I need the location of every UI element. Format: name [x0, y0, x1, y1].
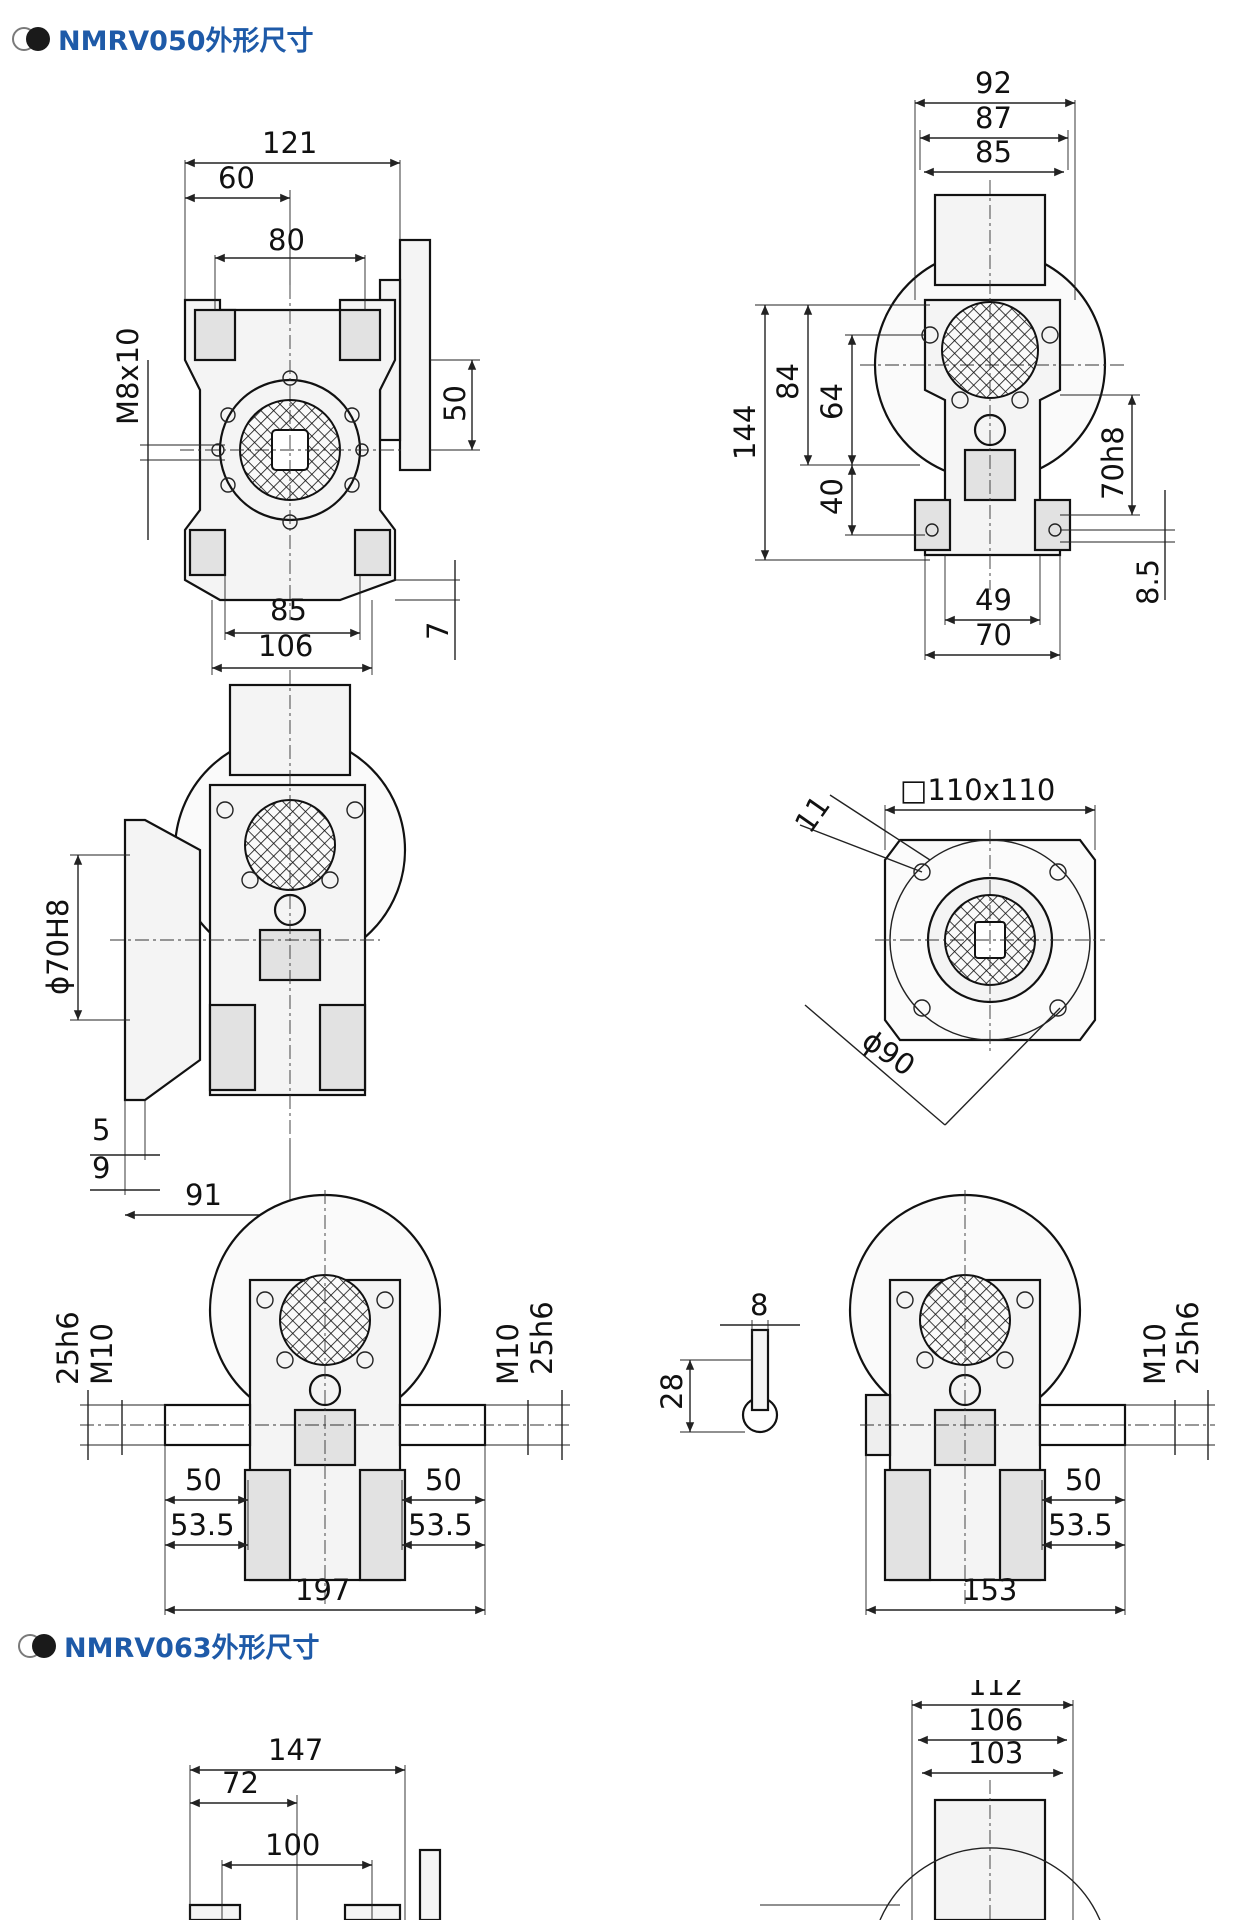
dim-phi70H8: ϕ70H8: [41, 899, 75, 995]
dim-49: 49: [975, 583, 1012, 617]
dim-197: 197: [295, 1573, 350, 1607]
dim-50-left: 50: [185, 1463, 222, 1497]
dim-50: 50: [438, 385, 472, 422]
dim-M10-right: M10: [491, 1323, 525, 1385]
dim-91: 91: [185, 1178, 222, 1212]
dim-144: 144: [728, 405, 762, 460]
dim-85s: 85: [975, 135, 1012, 169]
dim-8-5: 8.5: [1131, 559, 1165, 605]
view-flange-side: ϕ70H8 5 9 91: [41, 670, 407, 1220]
section-header-nmrv050: NMRV050外形尺寸: [12, 18, 314, 58]
dim-M8x10: M8x10: [111, 327, 145, 425]
dim-25h6-right: 25h6: [525, 1301, 559, 1375]
view-flange-front: □110x110 11 ϕ90: [788, 773, 1105, 1126]
section-header-nmrv063: NMRV063外形尺寸: [18, 1625, 320, 1665]
dim-72: 72: [222, 1766, 259, 1800]
dim-53-5-left: 53.5: [170, 1508, 235, 1542]
nmrv050-drawing: 121 60 80 M8x10 50 7 85 106: [41, 66, 1215, 1615]
dim-103: 103: [968, 1736, 1023, 1770]
section-title: NMRV063外形尺寸: [64, 1632, 320, 1664]
dim-M10-left: M10: [85, 1323, 119, 1385]
dim-70: 70: [975, 618, 1012, 652]
dim-147: 147: [268, 1733, 323, 1767]
dim-60: 60: [218, 161, 255, 195]
dim-153: 153: [962, 1573, 1017, 1607]
dim-25h6-left: 25h6: [51, 1311, 85, 1385]
dim-53-5-single: 53.5: [1048, 1508, 1113, 1542]
dim-64: 64: [815, 383, 849, 420]
nmrv063-front: 147 72 100: [188, 1733, 442, 1920]
dim-40: 40: [815, 478, 849, 515]
dim-53-5-right: 53.5: [408, 1508, 473, 1542]
dim-87: 87: [975, 101, 1012, 135]
dim-M10-single: M10: [1138, 1323, 1172, 1385]
dim-100: 100: [265, 1828, 320, 1862]
dim-5: 5: [92, 1113, 110, 1147]
nmrv063-side: 112 106 103: [760, 1680, 1101, 1920]
dim-110x110: □110x110: [900, 773, 1055, 807]
dim-106: 106: [258, 629, 313, 663]
dim-92: 92: [975, 66, 1012, 100]
dim-85: 85: [270, 593, 307, 627]
dim-25h6-single: 25h6: [1171, 1301, 1205, 1375]
view-side: 92 87 85 144 84 64 40 70h8 8.5 49: [728, 66, 1175, 660]
view-double-shaft: 25h6 M10 25h6 M10 50 50 53.5 53.5 197: [51, 1190, 570, 1615]
nmrv063-drawing: 147 72 100 112 106 103: [188, 1680, 1101, 1920]
dim-112: 112: [968, 1680, 1023, 1702]
dim-9: 9: [92, 1151, 110, 1185]
dim-50-right: 50: [425, 1463, 462, 1497]
view-front: 121 60 80 M8x10 50 7 85 106: [111, 126, 480, 675]
section-title: NMRV050外形尺寸: [58, 25, 314, 57]
dim-11: 11: [788, 789, 837, 839]
dim-80: 80: [268, 223, 305, 257]
dim-28: 28: [655, 1373, 689, 1410]
dim-7: 7: [421, 622, 455, 640]
toggle-circle-icon: [12, 24, 52, 52]
dim-121: 121: [262, 126, 317, 160]
toggle-circle-icon: [18, 1631, 58, 1659]
dim-8: 8: [750, 1288, 768, 1322]
dim-70h8: 70h8: [1096, 426, 1130, 500]
dim-50-single: 50: [1065, 1463, 1102, 1497]
dim-84: 84: [771, 363, 805, 400]
view-single-shaft: 8 28 M10 25h6 50 53.5 153: [655, 1190, 1215, 1615]
dim-106-063: 106: [968, 1703, 1023, 1737]
